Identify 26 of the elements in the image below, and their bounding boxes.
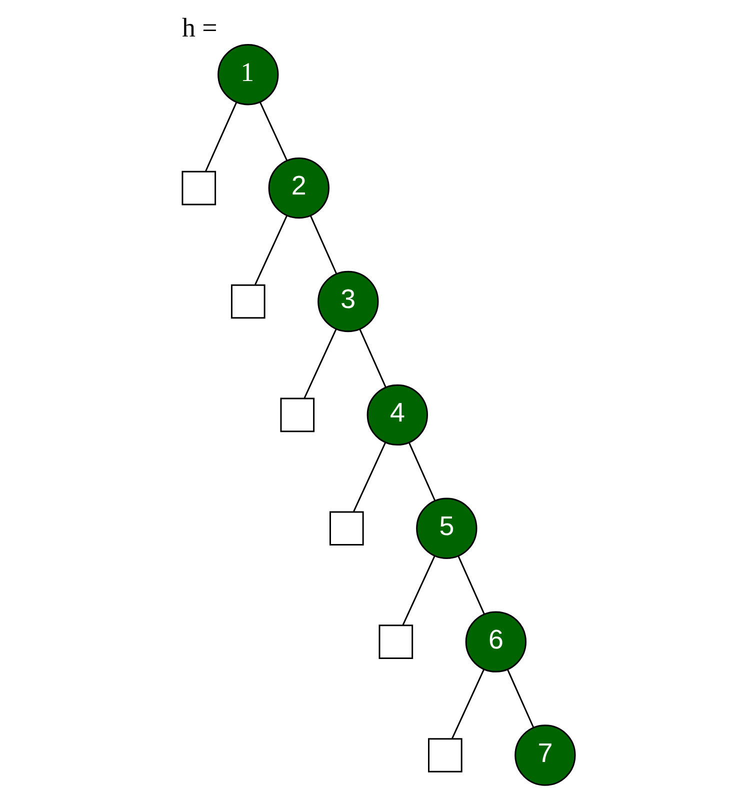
node-circle: 1 (218, 44, 279, 106)
connector (254, 215, 288, 285)
node-circle: 6 (465, 611, 527, 672)
connector (359, 328, 386, 388)
connector (408, 442, 436, 501)
node-box (378, 624, 414, 659)
node-box (428, 738, 462, 772)
node-circle: 7 (514, 724, 576, 786)
connector (205, 102, 238, 172)
node-box (329, 511, 364, 546)
connector (304, 328, 337, 398)
connector (260, 102, 288, 161)
connector (402, 556, 436, 626)
node-circle: 3 (318, 270, 379, 332)
node-label: h = (182, 12, 218, 42)
connector (506, 669, 534, 728)
connector (458, 556, 485, 614)
node-box (280, 398, 315, 432)
connector (452, 669, 485, 739)
node-circle: 4 (366, 384, 428, 446)
node-box (182, 170, 216, 206)
connector (353, 442, 386, 512)
node-circle: 2 (268, 157, 330, 219)
connector (310, 215, 338, 274)
node-box (230, 284, 266, 319)
node-circle: 5 (416, 498, 478, 559)
